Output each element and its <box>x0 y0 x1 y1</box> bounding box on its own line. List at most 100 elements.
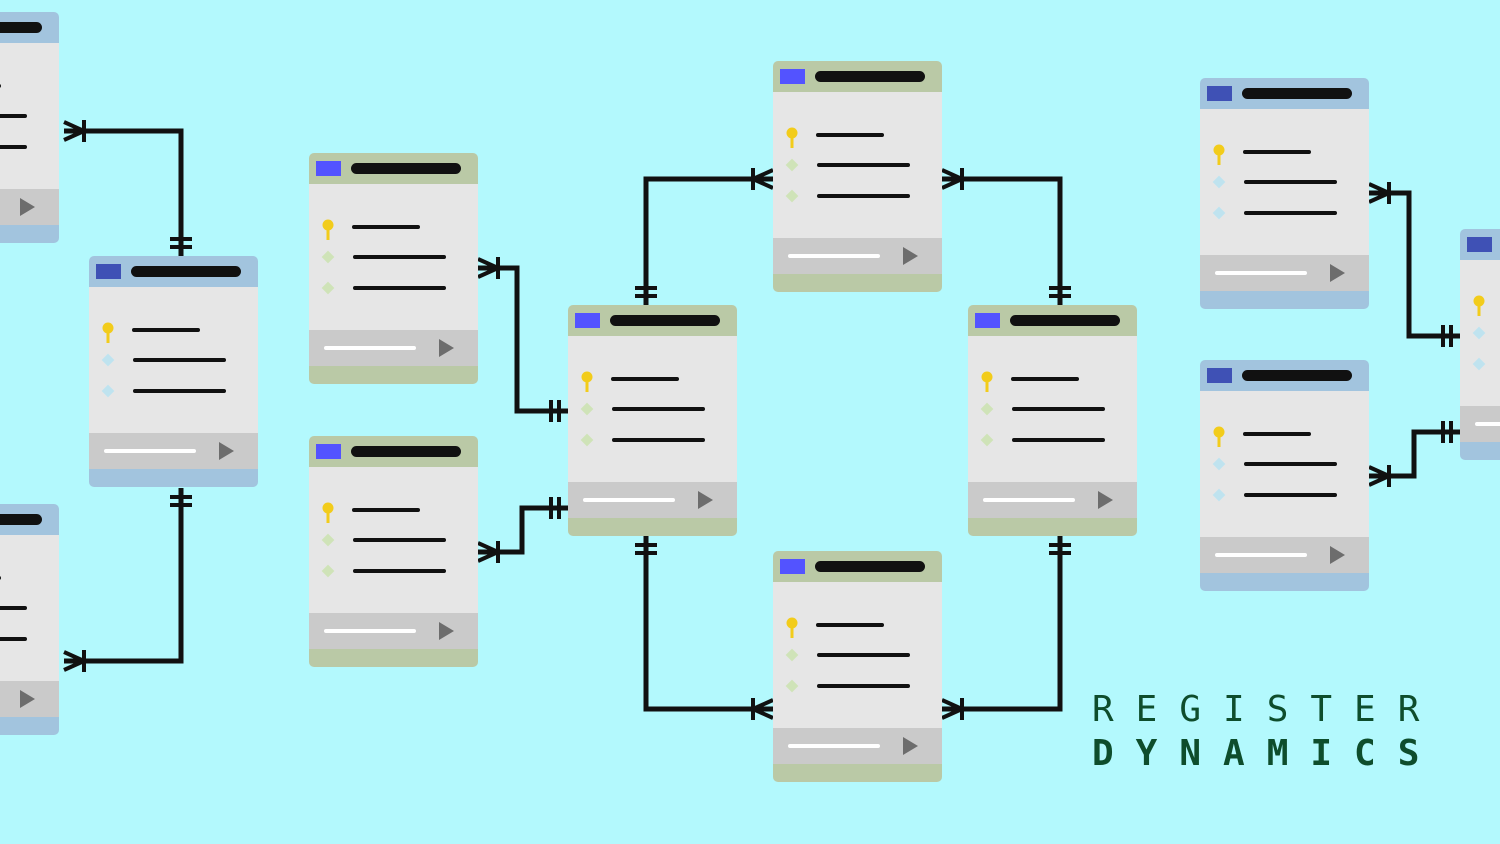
field-icon <box>101 384 115 398</box>
field-line <box>1243 150 1311 154</box>
key-icon-shaft <box>1217 435 1221 447</box>
one-marker <box>635 543 657 555</box>
play-arrow-icon <box>1098 491 1113 509</box>
crows-foot-prong <box>63 659 85 672</box>
play-arrow-icon <box>1330 546 1345 564</box>
field-line <box>1011 377 1079 381</box>
field-icon <box>101 353 115 367</box>
table-icon <box>1207 368 1232 383</box>
key-icon-shaft <box>1217 153 1221 165</box>
key-icon <box>1213 426 1225 447</box>
title-bar <box>610 315 720 326</box>
field-line <box>352 508 420 512</box>
play-arrow-icon <box>20 690 35 708</box>
key-icon-shaft <box>326 228 330 240</box>
field-line <box>0 84 1 88</box>
field-line <box>352 225 420 229</box>
crows-foot-marker <box>1368 182 1391 204</box>
crows-foot-prong <box>941 177 963 190</box>
footer-line <box>788 744 880 748</box>
play-arrow-icon <box>698 491 713 509</box>
crows-foot-prong <box>63 129 85 142</box>
table-icon <box>975 313 1000 328</box>
one-marker <box>549 400 561 422</box>
table-icon <box>1467 237 1492 252</box>
key-icon <box>102 322 114 343</box>
crows-foot-prong <box>752 707 774 720</box>
field-line <box>816 133 884 137</box>
play-arrow-icon <box>219 442 234 460</box>
key-icon <box>322 219 334 240</box>
relationship-line <box>942 536 1063 712</box>
relationship-lines <box>63 120 1460 720</box>
field-line <box>132 328 200 332</box>
key-icon-shaft <box>790 626 794 638</box>
play-arrow-icon <box>439 339 454 357</box>
title-bar <box>815 561 925 572</box>
table-icon <box>1207 86 1232 101</box>
play-arrow-icon <box>1330 264 1345 282</box>
one-marker <box>1049 543 1071 555</box>
key-icon <box>322 502 334 523</box>
entity-card-right-center <box>968 305 1137 536</box>
entity-card-far-right <box>1460 229 1500 460</box>
crows-foot-prong <box>1368 182 1390 195</box>
crows-foot-prong <box>477 541 499 554</box>
field-line <box>1244 493 1337 497</box>
crows-foot-prong <box>477 257 499 270</box>
one-marker <box>1441 421 1453 443</box>
field-line <box>1244 211 1337 215</box>
field-line <box>0 576 1 580</box>
entity-card-bottom-center <box>773 551 942 782</box>
key-icon-head <box>981 371 993 383</box>
field-line <box>353 286 446 290</box>
key-icon-shaft <box>790 136 794 148</box>
play-arrow-icon <box>20 198 35 216</box>
footer-line <box>1215 553 1307 557</box>
entity-card-column2-bottom <box>309 436 478 667</box>
key-icon-head <box>581 371 593 383</box>
entity-card-top-center <box>773 61 942 292</box>
key-icon-shaft <box>985 380 989 392</box>
crows-foot-prong <box>477 550 499 563</box>
entity-card-right-top <box>1200 78 1369 309</box>
key-icon-shaft <box>106 331 110 343</box>
one-marker <box>635 286 657 298</box>
field-icon <box>321 281 335 295</box>
field-line <box>0 114 27 118</box>
crows-foot-prong <box>752 177 774 190</box>
field-line <box>353 538 446 542</box>
key-icon-shaft <box>585 380 589 392</box>
entity-card-far-left-bottom <box>0 504 59 735</box>
field-line <box>353 569 446 573</box>
field-line <box>817 684 910 688</box>
brand-line-register: REGISTER <box>1092 689 1442 730</box>
relationship-line <box>643 536 773 712</box>
title-bar <box>351 446 461 457</box>
field-line <box>1012 438 1105 442</box>
one-marker <box>549 497 561 519</box>
title-bar <box>131 266 241 277</box>
crows-foot-marker <box>63 650 86 672</box>
crows-foot-prong <box>477 266 499 279</box>
crows-foot-prong <box>63 120 85 133</box>
field-line <box>612 407 705 411</box>
field-line <box>1244 462 1337 466</box>
table-icon <box>575 313 600 328</box>
entity-cards <box>0 12 1500 782</box>
key-icon-shaft <box>1477 304 1481 316</box>
crows-foot-marker <box>477 257 500 279</box>
title-bar <box>0 514 42 525</box>
key-icon <box>581 371 593 392</box>
crows-foot-prong <box>941 707 963 720</box>
crows-foot-marker <box>751 168 774 190</box>
entity-card-right-bottom <box>1200 360 1369 591</box>
key-icon-head <box>786 617 798 629</box>
key-icon <box>1213 144 1225 165</box>
field-line <box>133 389 226 393</box>
field-line <box>0 606 27 610</box>
key-icon-shaft <box>326 511 330 523</box>
field-line <box>353 255 446 259</box>
field-line <box>817 653 910 657</box>
